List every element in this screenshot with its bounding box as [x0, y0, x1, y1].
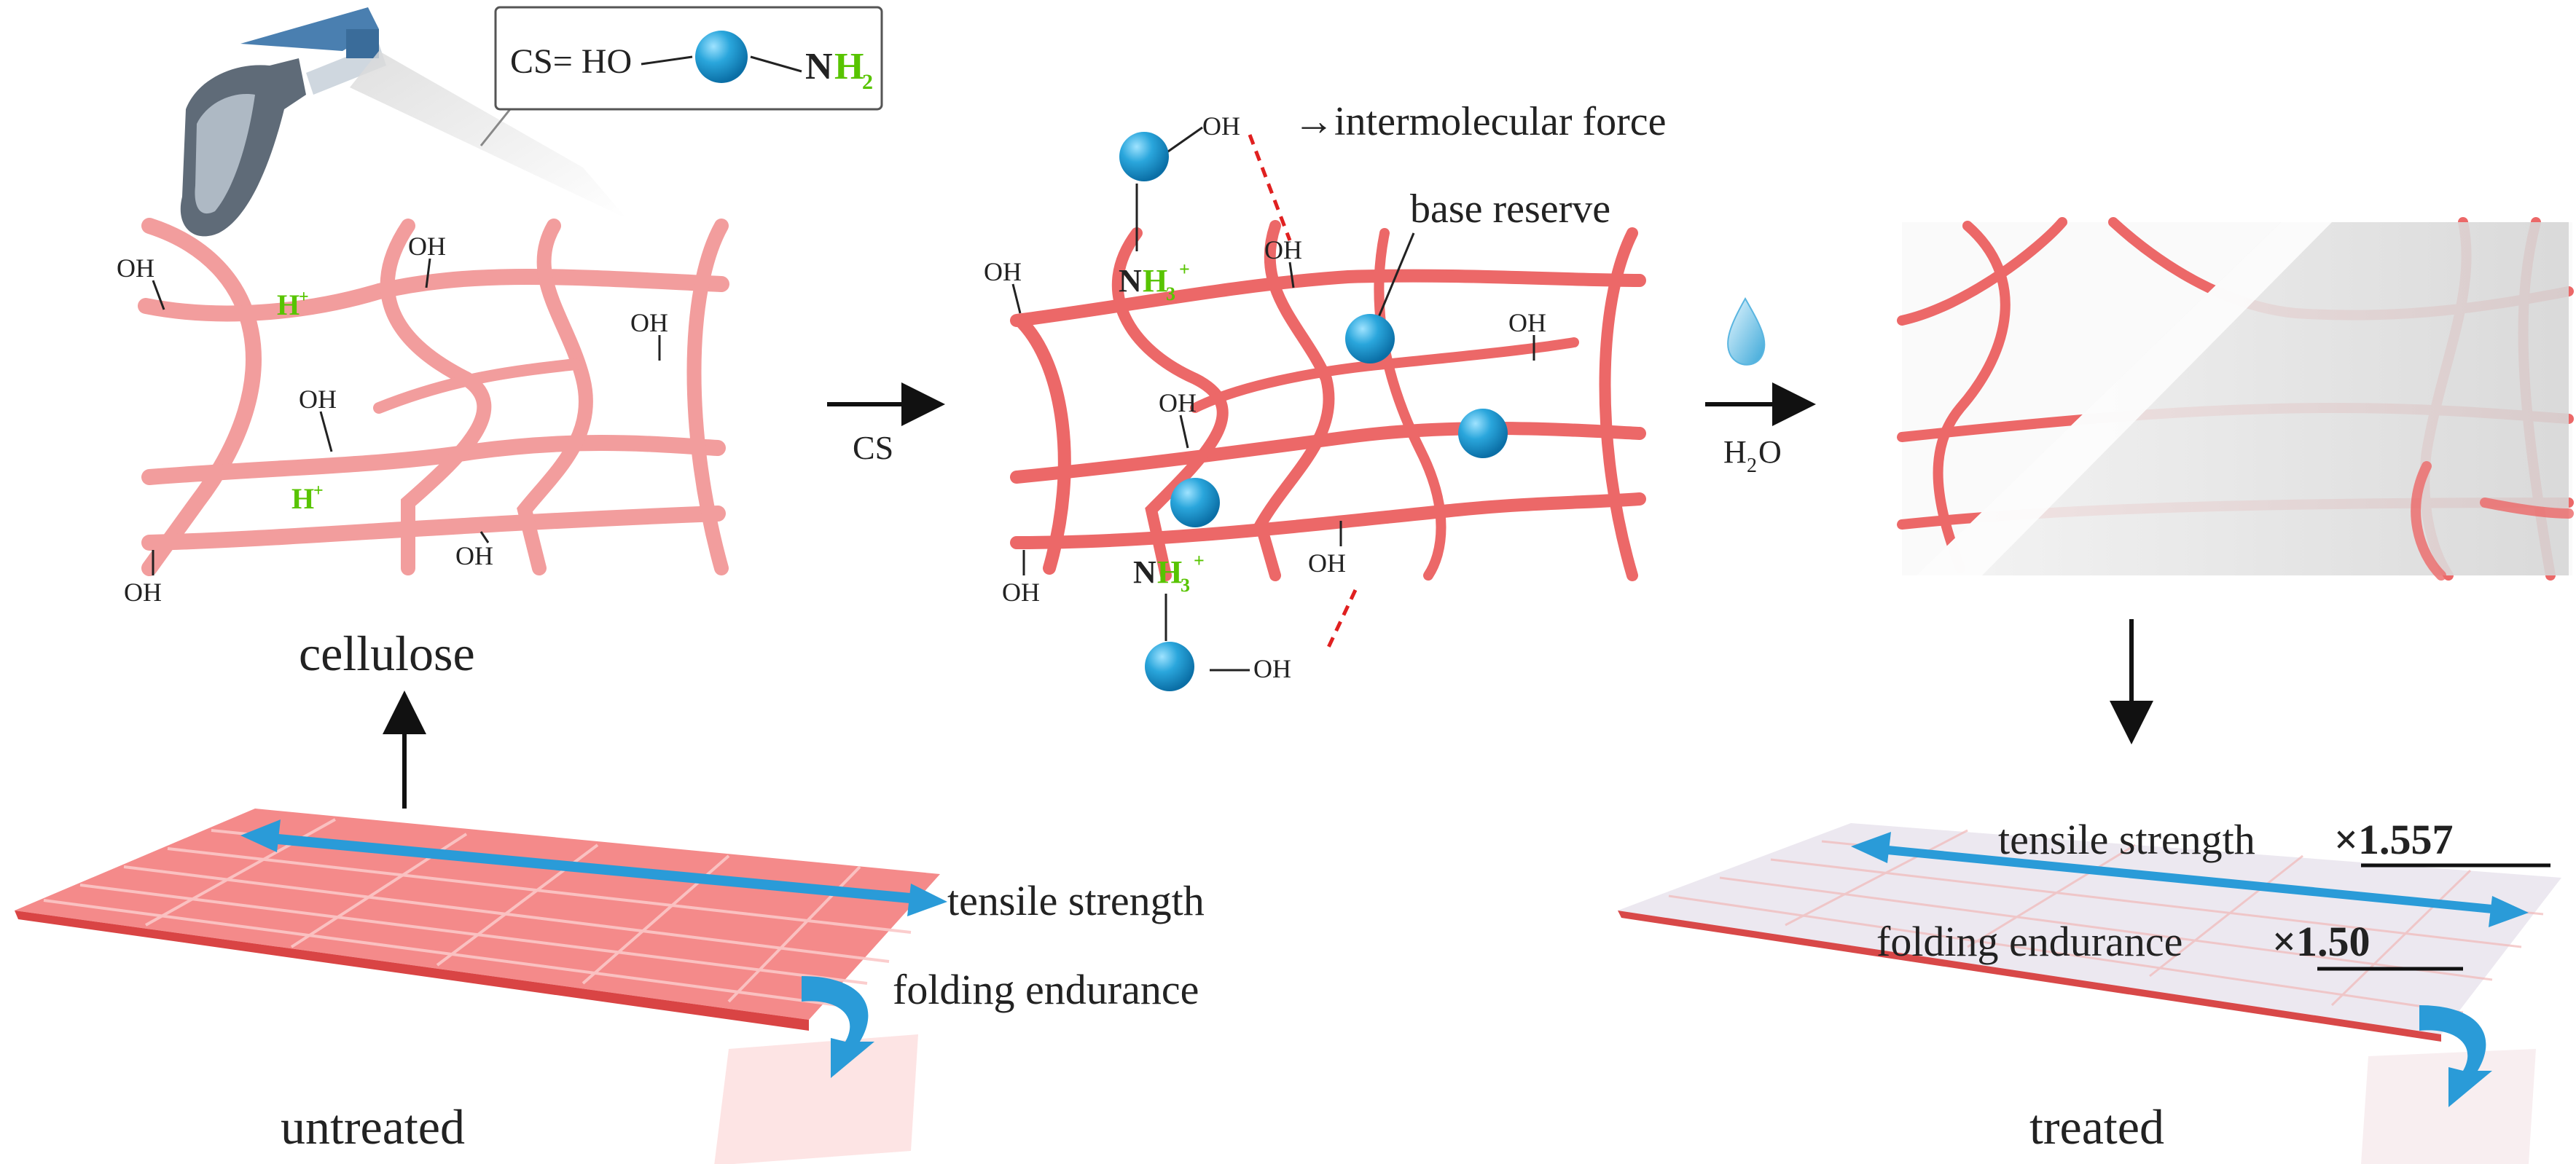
- nh3-top-label: N H 3 +: [1119, 259, 1190, 304]
- formula-prefix: CS= HO: [510, 42, 632, 81]
- treated-folding-factor: ×1.50: [2272, 918, 2371, 965]
- chitosan-bead-icon: [1119, 132, 1169, 181]
- formula-pointer: [479, 109, 512, 146]
- chitosan-bead-icon: [1345, 314, 1395, 363]
- tensile-double-arrow-untreated: [240, 819, 947, 916]
- chitosan-bead-icon: [1458, 409, 1508, 458]
- svg-text:OH: OH: [1159, 388, 1197, 417]
- treated-tensile-label: tensile strength: [1998, 816, 2255, 863]
- untreated-caption: untreated: [281, 1099, 465, 1155]
- svg-text:OH: OH: [1253, 654, 1291, 683]
- chitosan-bead-icon: [1170, 478, 1220, 527]
- spray-mist: [350, 51, 627, 219]
- chitosan-bead-icon: [1145, 642, 1194, 691]
- formula-h: H: [834, 46, 864, 87]
- arrow-h2o-label: H 2 O: [1723, 434, 1782, 477]
- svg-text:OH: OH: [984, 257, 1022, 286]
- svg-text:+: +: [1194, 550, 1205, 571]
- fold-arrow-icon: [2419, 1005, 2492, 1107]
- nh3-bottom-label: N H 3 +: [1133, 550, 1205, 596]
- intermolecular-label: →intermolecular force: [1293, 99, 1667, 144]
- svg-text:OH: OH: [124, 578, 162, 607]
- treated-tensile-factor: ×1.557: [2334, 816, 2454, 863]
- svg-text:3: 3: [1181, 575, 1190, 596]
- svg-text:OH: OH: [299, 385, 337, 414]
- untreated-tensile-label: tensile strength: [947, 877, 1205, 924]
- svg-text:O: O: [1758, 434, 1782, 470]
- svg-text:OH: OH: [1508, 308, 1546, 337]
- svg-text:H: H: [1157, 554, 1182, 590]
- tensile-double-arrow-treated: [1851, 832, 2529, 927]
- svg-text:2: 2: [1747, 455, 1757, 477]
- water-drop-icon: [1727, 296, 1766, 366]
- chitosan-bead-icon: [695, 31, 748, 83]
- cellulose-network: [138, 218, 729, 576]
- svg-text:N: N: [1133, 554, 1156, 590]
- svg-text:+: +: [1179, 259, 1190, 280]
- h-plus-label-1: H: [277, 288, 300, 321]
- svg-text:OH: OH: [455, 541, 493, 570]
- h-plus-sup-1: +: [299, 288, 309, 307]
- treated-caption: treated: [2029, 1099, 2164, 1155]
- base-reserve-pointer: [1376, 232, 1415, 321]
- svg-text:N: N: [1119, 263, 1142, 299]
- h-plus-label-2: H: [291, 482, 314, 515]
- cs-oh-groups: OH OH OH OH OH OH OH OH: [984, 111, 1546, 683]
- cellulose-caption: cellulose: [299, 626, 475, 681]
- formula-sub: 2: [862, 70, 873, 94]
- svg-text:OH: OH: [630, 308, 668, 337]
- svg-text:OH: OH: [408, 232, 446, 261]
- spray-bottle-icon: [180, 7, 386, 237]
- treated-folding-label: folding endurance: [1876, 918, 2182, 965]
- svg-text:OH: OH: [1002, 578, 1040, 607]
- svg-text:OH: OH: [117, 253, 154, 283]
- svg-text:3: 3: [1166, 283, 1175, 304]
- svg-text:OH: OH: [1308, 548, 1346, 578]
- coated-network: [1897, 217, 2574, 581]
- hbond-bottom: [1324, 589, 1358, 653]
- cs-network: [1010, 220, 1646, 581]
- formula-box: CS= HO N H 2: [494, 6, 883, 111]
- untreated-folding-label: folding endurance: [893, 966, 1199, 1013]
- fold-arrow-icon: [802, 976, 874, 1078]
- svg-text:H: H: [1143, 263, 1167, 299]
- h-plus-sup-2: +: [313, 481, 324, 500]
- formula-n: N: [805, 46, 833, 87]
- arrow-cs-label: CS: [853, 429, 893, 466]
- base-reserve-label: base reserve: [1410, 186, 1610, 232]
- cellulose-oh-groups: OH OH OH OH OH OH: [117, 232, 668, 607]
- svg-text:OH: OH: [1202, 111, 1240, 141]
- untreated-paper: [15, 809, 940, 1164]
- svg-text:H: H: [1723, 434, 1747, 470]
- hbond-top: [1248, 134, 1292, 241]
- svg-text:OH: OH: [1264, 235, 1302, 264]
